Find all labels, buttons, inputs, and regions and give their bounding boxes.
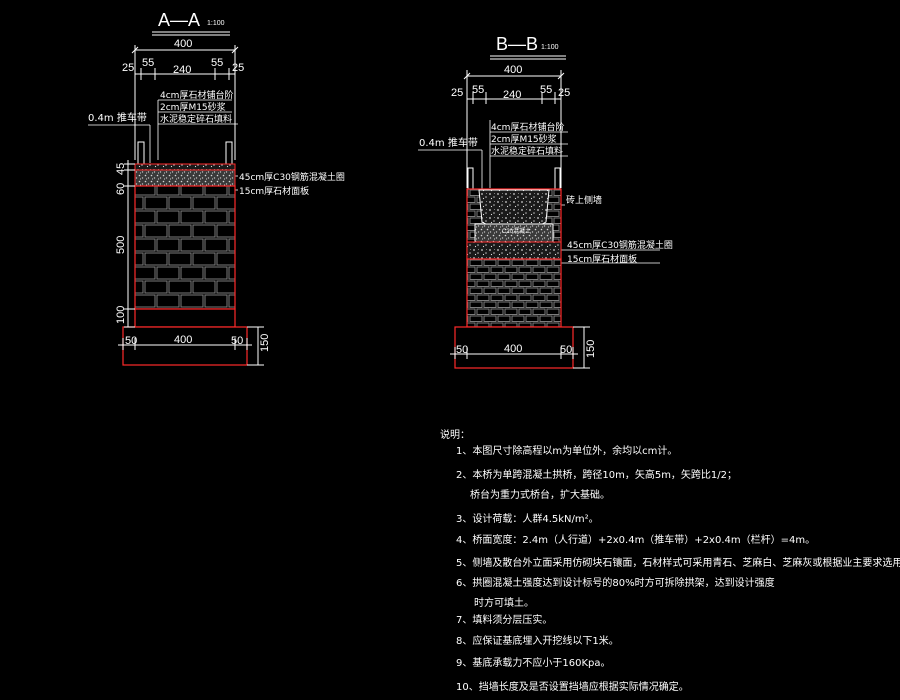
dim-side: 55 bbox=[211, 57, 223, 69]
parapet-post bbox=[467, 167, 474, 190]
dim-middle: 240 bbox=[173, 64, 191, 76]
deck-surface-layer bbox=[134, 163, 236, 171]
section-bb: B—B 1:100 400 25 55 240 55 25 bbox=[418, 34, 673, 369]
dim-footing-height: 150 bbox=[585, 340, 597, 358]
layer-label: 15cm厚石材面板 bbox=[567, 253, 637, 265]
dim-side: 25 bbox=[232, 62, 244, 74]
curb-label: 0.4m 推车带 bbox=[419, 136, 478, 149]
masonry-body bbox=[466, 258, 562, 328]
dim-vertical: 45 bbox=[115, 163, 127, 175]
left-dimension-aa bbox=[124, 160, 135, 328]
dim-side: 25 bbox=[122, 62, 134, 74]
concrete-ring-layer bbox=[466, 241, 562, 260]
section-aa: A—A 1:100 400 25 55 240 55 25 bbox=[88, 10, 345, 366]
layer-label: 2cm厚M15砂浆 bbox=[491, 133, 557, 145]
note-item: 4、桥面宽度：2.4m（人行道）+2x0.4m（推车带）+2x0.4m（栏杆）=… bbox=[456, 533, 815, 546]
layer-label: 2cm厚M15砂浆 bbox=[160, 101, 226, 113]
concrete-ring-layer bbox=[134, 169, 236, 187]
dim-bottom: 50 bbox=[125, 335, 137, 347]
note-item: 8、应保证基底埋入开挖线以下1米。 bbox=[456, 634, 619, 647]
section-bb-title: B—B bbox=[496, 34, 538, 54]
dim-side: 55 bbox=[472, 84, 484, 96]
bottom-dimension-bb bbox=[450, 326, 590, 369]
dim-vertical: 500 bbox=[115, 236, 127, 254]
note-item: 7、填料须分层压实。 bbox=[456, 613, 552, 626]
notes-block: 说明： 1、本图尺寸除高程以m为单位外，余均以cm计。 2、本桥为单跨混凝土拱桥… bbox=[440, 428, 900, 693]
layer-label: 水泥稳定碎石填料 bbox=[491, 145, 563, 157]
wall-label: 砖上侧墙 bbox=[566, 194, 602, 206]
note-item: 2、本桥为单跨混凝土拱桥，跨径10m，矢高5m，矢跨比1/2； bbox=[456, 468, 737, 481]
layer-label: 4cm厚石材铺台阶 bbox=[491, 121, 564, 133]
layer-label: 15cm厚石材面板 bbox=[239, 185, 309, 197]
dim-bottom: 50 bbox=[560, 344, 572, 356]
top-dimension-aa bbox=[131, 45, 239, 160]
base-layer bbox=[134, 308, 236, 328]
dim-side: 55 bbox=[540, 84, 552, 96]
fill-label: C20混凝土 bbox=[502, 227, 531, 235]
leaders-aa bbox=[88, 99, 238, 191]
dim-vertical: 60 bbox=[115, 183, 127, 195]
note-item: 时方可填土。 bbox=[474, 596, 534, 609]
note-item: 9、基底承载力不应小于160Kpa。 bbox=[456, 656, 610, 669]
dim-vertical: 100 bbox=[115, 306, 127, 324]
masonry-body bbox=[134, 185, 236, 310]
layer-label: 45cm厚C30钢筋混凝土圈 bbox=[567, 239, 673, 251]
note-item: 6、拱圈混凝土强度达到设计标号的80%时方可拆除拱架，达到设计强度 bbox=[456, 576, 775, 589]
parapet-post bbox=[137, 141, 145, 165]
dim-total-width: 400 bbox=[174, 38, 192, 50]
layer-label: 4cm厚石材铺台阶 bbox=[160, 89, 233, 101]
note-item: 10、挡墙长度及是否设置挡墙应根据实际情况确定。 bbox=[456, 680, 689, 693]
dim-side: 55 bbox=[142, 57, 154, 69]
dim-side: 25 bbox=[558, 87, 570, 99]
section-aa-title: A—A bbox=[158, 10, 200, 30]
dim-total-width: 400 bbox=[504, 64, 522, 76]
note-item: 1、本图尺寸除高程以m为单位外，余均以cm计。 bbox=[456, 444, 677, 457]
note-item: 桥台为重力式桥台，扩大基础。 bbox=[470, 488, 610, 501]
dim-bottom: 50 bbox=[231, 335, 243, 347]
leaders-bb bbox=[418, 120, 660, 264]
section-bb-scale: 1:100 bbox=[541, 44, 559, 51]
dim-side: 25 bbox=[451, 87, 463, 99]
dim-bottom: 50 bbox=[456, 344, 468, 356]
dim-middle: 240 bbox=[503, 89, 521, 101]
top-dimension-bb bbox=[463, 70, 565, 188]
footing bbox=[122, 326, 248, 366]
section-aa-scale: 1:100 bbox=[207, 20, 225, 27]
curb-label: 0.4m 推车带 bbox=[88, 111, 147, 124]
bottom-dimension-aa bbox=[118, 326, 264, 366]
note-item: 5、侧墙及散台外立面采用仿砌块石镶面，石材样式可采用青石、芝麻白、芝麻灰或根据业… bbox=[456, 556, 900, 569]
parapet-post bbox=[225, 141, 233, 165]
layer-label: 45cm厚C30钢筋混凝土圈 bbox=[239, 171, 345, 183]
dim-footing-height: 150 bbox=[259, 334, 271, 352]
notes-heading: 说明： bbox=[440, 428, 470, 441]
note-item: 3、设计荷载：人群4.5kN/m²。 bbox=[456, 512, 599, 525]
layer-label: 水泥稳定碎石填料 bbox=[160, 113, 232, 125]
dim-bottom: 400 bbox=[174, 334, 192, 346]
dim-bottom: 400 bbox=[504, 343, 522, 355]
parapet-post bbox=[554, 167, 561, 190]
